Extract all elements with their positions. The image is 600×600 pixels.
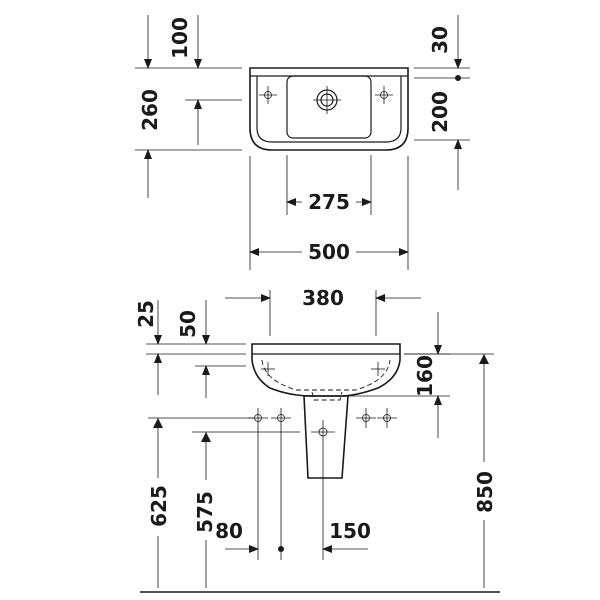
dim-200: [414, 78, 470, 190]
dim-275: [286, 155, 372, 215]
dim-160-label: 160: [413, 355, 437, 397]
dim-30-label: 30: [428, 26, 452, 54]
dim-575-label: 575: [193, 491, 217, 533]
front-view: 380 25 50 160 8: [134, 286, 500, 593]
dim-25: [146, 300, 246, 395]
waste-outlet-icon: [311, 420, 335, 444]
dim-80: [225, 428, 284, 560]
dim-850-label: 850: [473, 471, 497, 513]
dim-50: [195, 300, 246, 398]
dim-260: [135, 15, 242, 198]
dim-100-label: 100: [168, 17, 192, 59]
supply-valve-left-inner-icon: [271, 408, 291, 428]
dim-150: [322, 444, 368, 560]
dim-50-label: 50: [176, 310, 200, 338]
dim-625-label: 625: [147, 485, 171, 527]
dim-500-label: 500: [308, 240, 350, 264]
tap-hole-right-icon: [375, 86, 393, 104]
supply-valve-right-outer-icon: [377, 408, 397, 428]
dim-30: [414, 15, 470, 81]
front-tap-right-icon: [371, 362, 385, 376]
dim-625: [148, 417, 254, 588]
basin-inner-outline: [256, 76, 402, 143]
pedestal-outline: [303, 395, 349, 479]
dim-260-label: 260: [138, 89, 162, 131]
drain-icon: [313, 86, 341, 114]
top-view: 260 100 30 200 275: [135, 15, 470, 270]
dim-380-label: 380: [302, 286, 344, 310]
dim-100: [185, 15, 242, 145]
dim-275-label: 275: [308, 190, 350, 214]
dim-150-label: 150: [329, 519, 371, 543]
front-tap-left-icon: [261, 362, 275, 376]
dim-500: [249, 156, 409, 270]
bowl-hidden-line: [261, 359, 391, 391]
dim-25-label: 25: [134, 300, 158, 328]
dim-575: [192, 431, 300, 588]
dim-200-label: 200: [428, 91, 452, 133]
dim-380: [225, 290, 421, 336]
inner-bowl: [286, 75, 372, 139]
supply-valve-right-inner-icon: [356, 408, 376, 428]
dim-80-label: 80: [215, 519, 243, 543]
basin-top-outline: [249, 67, 409, 151]
tap-hole-left-icon: [259, 86, 277, 104]
dim-850: [404, 353, 494, 588]
